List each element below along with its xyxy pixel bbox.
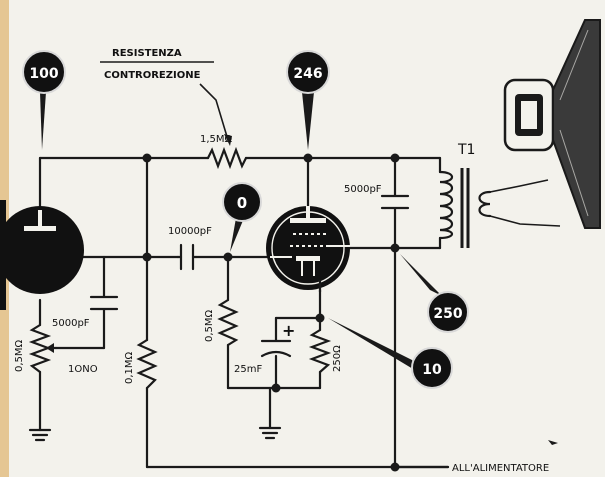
component-labels: RESISTENZA CONTROREZIONE 1,5MΩ T1 5000pF… [14,48,549,474]
badge-250: 250 [427,291,469,333]
capacitor-cathode-symbol [260,339,292,358]
badge-leaders [40,61,442,372]
output-tube [266,206,350,292]
potentiometer-symbol [28,323,58,374]
badge-250-label: 250 [433,306,462,322]
label-transformer: T1 [457,142,475,158]
badge-0-label: 0 [237,194,247,212]
stray-mark [548,440,558,445]
loudspeaker [503,19,601,229]
resistor-grid-leak-symbol [136,338,158,390]
badge-246: 246 [286,50,330,94]
label-r-feedback: 1,5MΩ [200,134,233,145]
preamp-tube [0,200,84,310]
label-r-cathode: 250Ω [332,345,343,372]
label-c-input: 5000pF [52,318,90,329]
badge-10: 10 [411,347,453,389]
label-c-plate: 5000pF [344,184,382,195]
badge-100-label: 100 [29,66,58,82]
resistor-feedback-symbol [206,146,248,170]
label-c-coupling: 10000pF [168,226,212,237]
label-polarity: + [282,321,295,340]
badge-246-label: 246 [293,66,322,82]
capacitor-plate-symbol [380,194,410,210]
label-r-grid-leak: 0,1MΩ [124,351,135,384]
resistor-cathode-symbol [308,328,332,374]
ground-symbols [28,426,282,442]
label-pot: 0,5MΩ [14,339,25,372]
badge-0: 0 [222,182,262,222]
label-r-grid: 0,5MΩ [204,309,215,342]
capacitor-coupling-symbol [176,243,198,271]
label-supply: ALL'ALIMENTATORE [452,463,549,474]
badge-10-label: 10 [422,362,442,378]
label-resistenza: RESISTENZA [112,48,182,59]
resistor-grid-symbol [217,298,239,347]
junctions [142,153,400,472]
capacitor-input-symbol [89,295,119,311]
label-wiper: 1ONO [68,364,98,375]
badge-100: 100 [22,50,66,94]
output-transformer [438,168,561,248]
label-controrezione: CONTROREZIONE [104,70,201,81]
label-c-cathode: 25mF [234,364,262,375]
